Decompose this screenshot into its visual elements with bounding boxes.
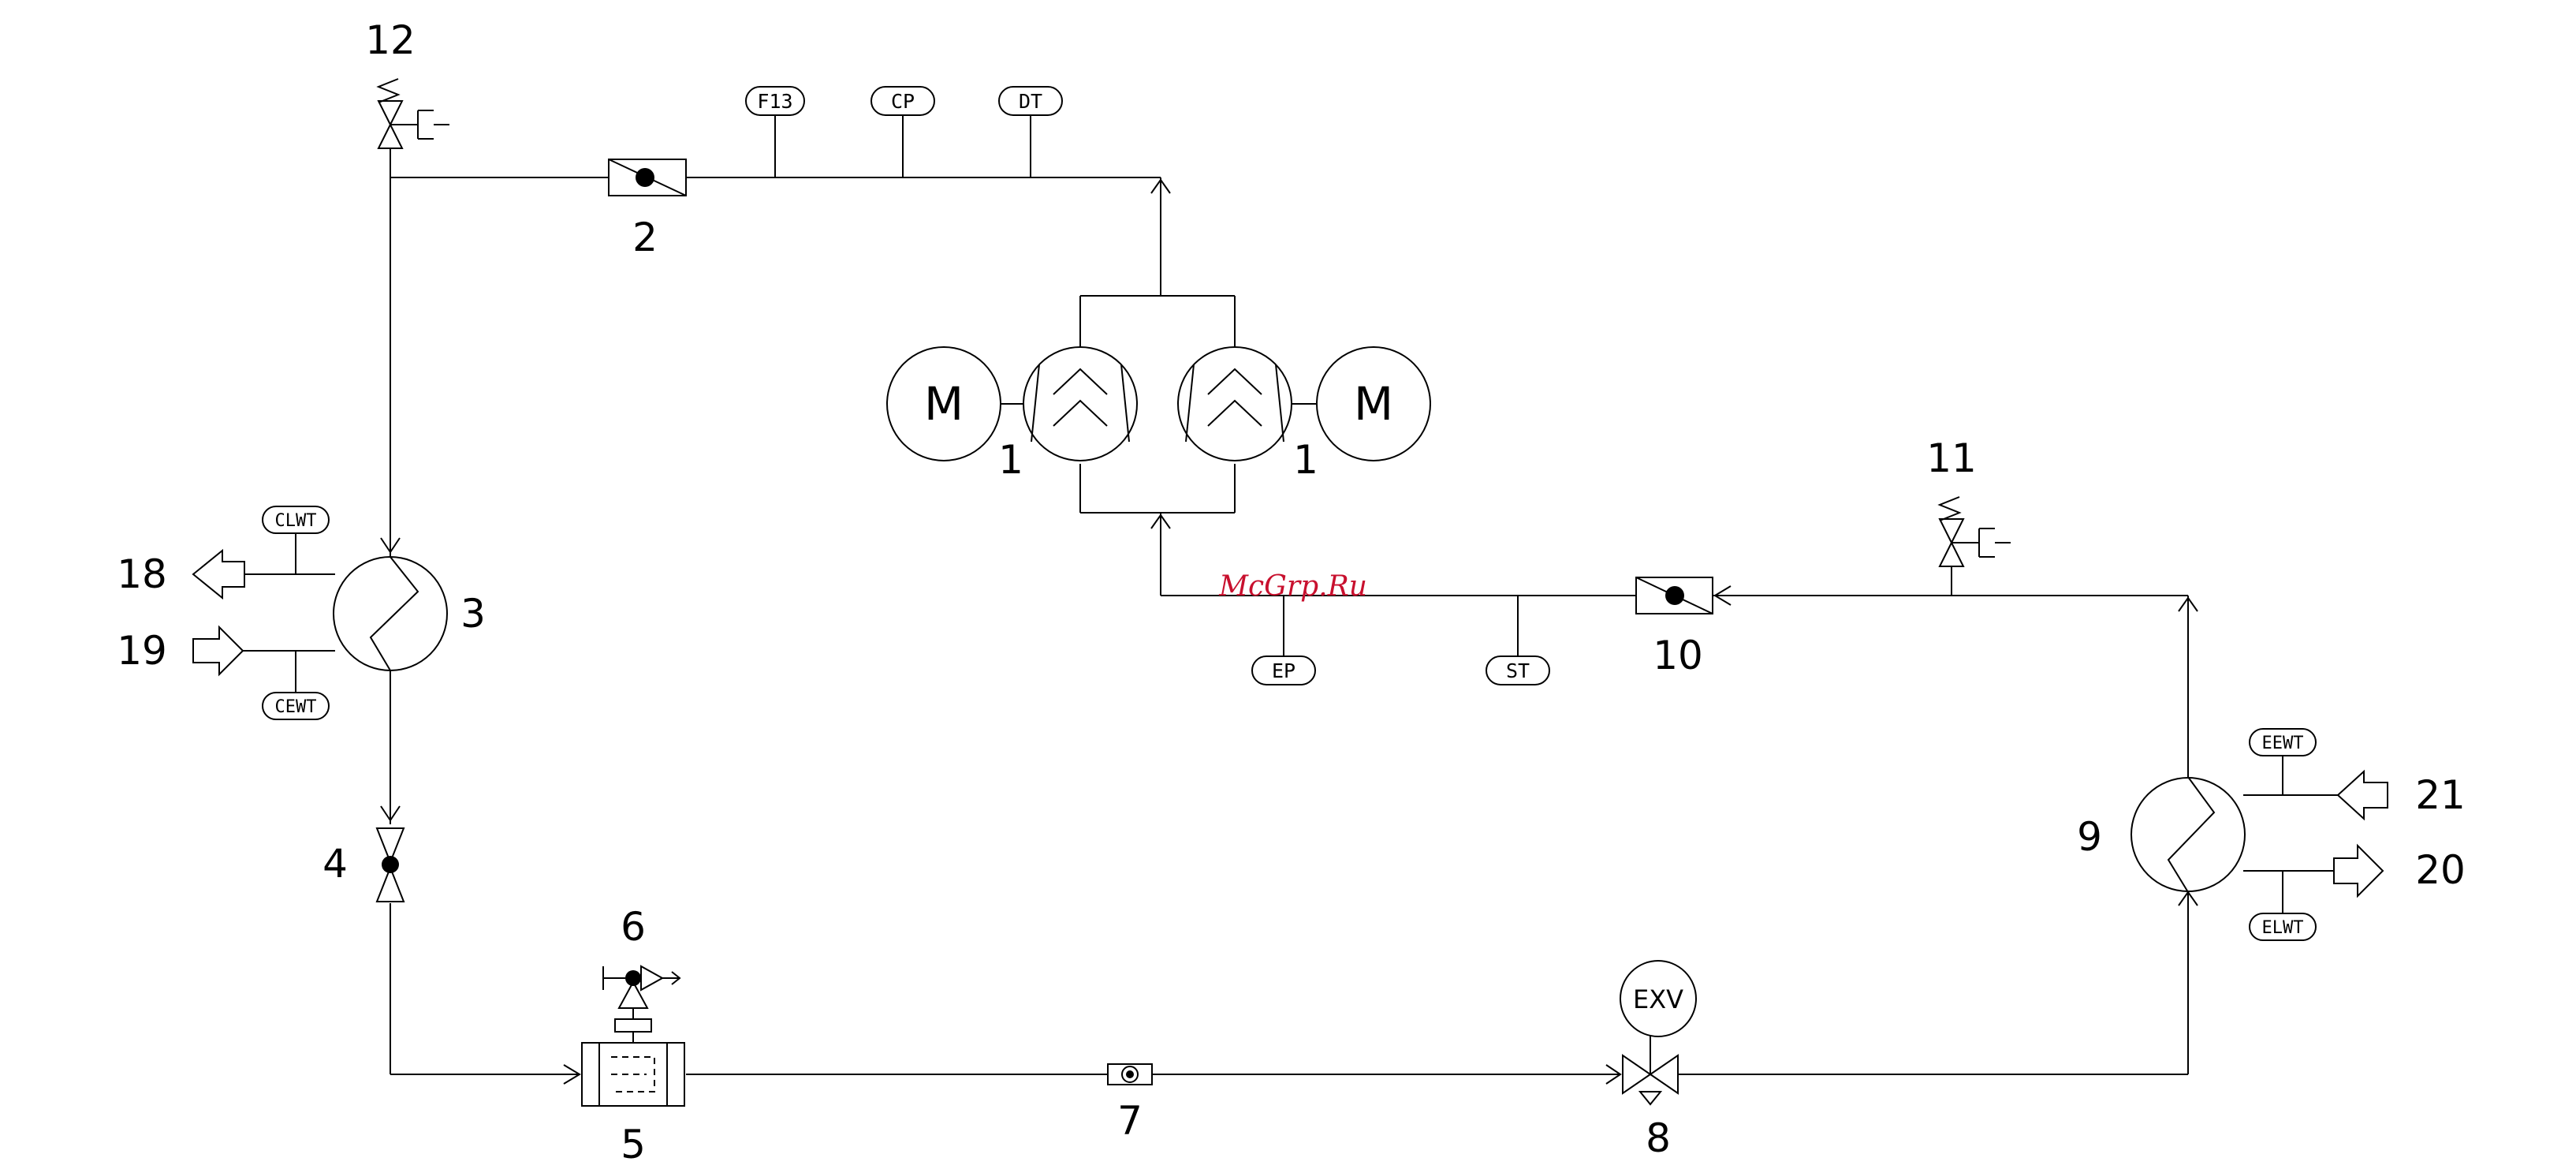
- expansion-valve-left-icon: [1623, 1055, 1650, 1093]
- component-number-8: 8: [1646, 1115, 1671, 1161]
- sensor-ep: EP: [1252, 596, 1315, 685]
- check-valve-2-icon: [636, 168, 654, 187]
- condenser-water-in-arrow-icon: [193, 627, 243, 674]
- sensor-cp-label: CP: [891, 90, 915, 113]
- evaporator-water-in-arrow-icon: [2338, 771, 2388, 819]
- compressor-a-number: 1: [998, 437, 1023, 483]
- sensor-f13: F13: [746, 87, 804, 177]
- sensor-clwt: CLWT: [263, 506, 329, 574]
- evaporator: 9 21 20: [2077, 771, 2466, 896]
- component-number-21: 21: [2415, 772, 2466, 818]
- sensor-dt-label: DT: [1019, 90, 1042, 113]
- suction-check-valve: 10: [1636, 577, 1713, 678]
- component-number-7: 7: [1117, 1098, 1143, 1144]
- filter-drier: 5: [582, 1043, 684, 1167]
- sensor-st: ST: [1486, 596, 1549, 685]
- condenser: 3 18 19: [117, 551, 486, 674]
- compressor-assembly-a: M 1: [887, 347, 1137, 483]
- component-number-9: 9: [2077, 814, 2102, 860]
- relief-valve-12-upper-icon: [378, 101, 402, 125]
- sensor-cewt-label: CEWT: [275, 697, 317, 717]
- watermark: McGrp.Ru: [1218, 570, 1367, 603]
- component-number-6: 6: [621, 904, 646, 950]
- compressor-assembly-b: M 1: [1178, 347, 1430, 483]
- condenser-icon: [334, 557, 447, 670]
- expansion-valve-right-icon: [1650, 1055, 1678, 1093]
- component-number-5: 5: [621, 1122, 646, 1167]
- condenser-water-out-arrow-icon: [193, 551, 244, 598]
- sensor-f13-label: F13: [757, 90, 792, 113]
- motor-a-label: M: [924, 377, 964, 431]
- component-number-12: 12: [365, 17, 416, 63]
- component-number-19: 19: [117, 628, 167, 674]
- motor-b-label: M: [1354, 377, 1393, 431]
- exv-label: EXV: [1633, 984, 1683, 1014]
- compressor-b-number: 1: [1293, 437, 1318, 483]
- sensor-elwt-label: ELWT: [2262, 918, 2304, 938]
- sensor-eewt: EEWT: [2250, 729, 2316, 795]
- sight-glass: 7: [1108, 1064, 1152, 1144]
- component-number-11: 11: [1926, 435, 1977, 481]
- piping: [381, 148, 2198, 1084]
- sensor-clwt-label: CLWT: [275, 511, 317, 531]
- expansion-valve: EXV 8: [1620, 961, 1696, 1161]
- charging-valve: 6: [603, 904, 680, 1043]
- liquid-shutoff-valve: 4: [322, 828, 404, 902]
- component-number-4: 4: [322, 841, 348, 887]
- low-side-relief-valve: 11: [1926, 435, 2011, 596]
- component-number-20: 20: [2415, 847, 2466, 893]
- sensor-elwt: ELWT: [2250, 871, 2316, 940]
- sensor-ep-label: EP: [1272, 659, 1295, 682]
- sensor-cp: CP: [871, 87, 934, 177]
- compressor-a-icon: [1023, 347, 1137, 461]
- sensor-cewt: CEWT: [263, 651, 329, 719]
- high-side-relief-valve: 12: [365, 17, 449, 148]
- relief-valve-11-upper-icon: [1940, 519, 1963, 543]
- component-number-18: 18: [117, 551, 167, 597]
- component-number-2: 2: [632, 215, 658, 260]
- sensor-dt: DT: [999, 87, 1062, 177]
- discharge-check-valve: 2: [609, 159, 686, 260]
- relief-valve-11-lower-icon: [1940, 543, 1963, 566]
- evaporator-water-out-arrow-icon: [2334, 846, 2383, 896]
- component-number-10: 10: [1653, 633, 1703, 678]
- component-number-3: 3: [460, 591, 486, 637]
- evaporator-icon: [2131, 778, 2245, 891]
- sensor-st-label: ST: [1506, 659, 1530, 682]
- check-valve-10-icon: [1665, 586, 1684, 605]
- compressor-b-icon: [1178, 347, 1292, 461]
- relief-valve-12-lower-icon: [378, 125, 402, 148]
- sensor-eewt-label: EEWT: [2262, 734, 2304, 753]
